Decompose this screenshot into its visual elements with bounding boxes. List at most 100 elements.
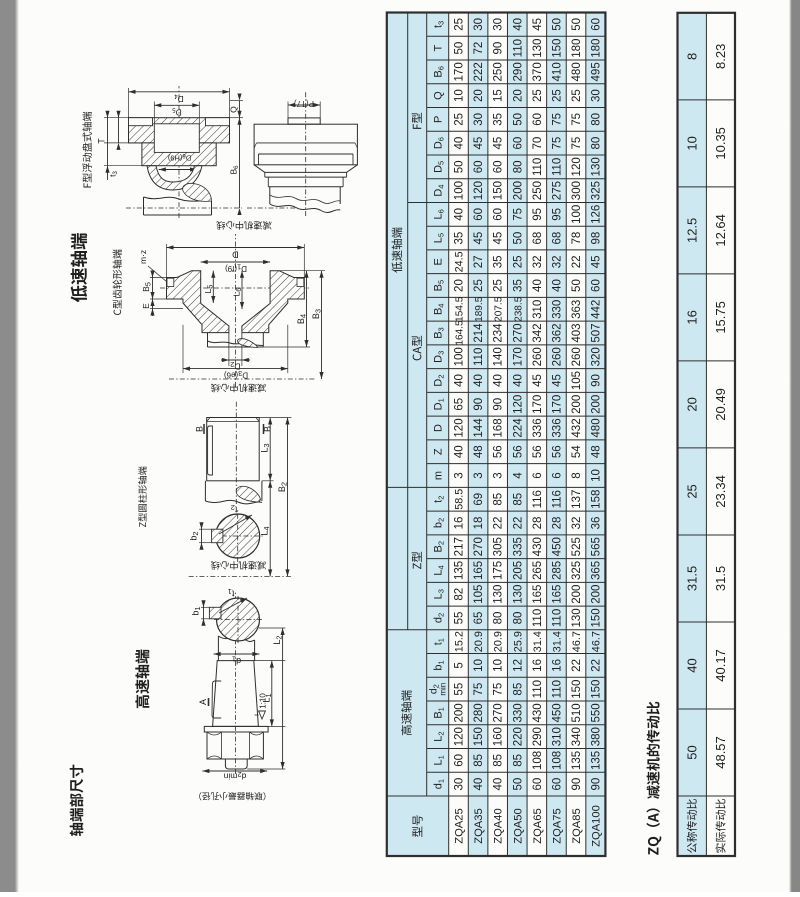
- svg-text:28: 28: [551, 517, 563, 530]
- svg-text:25: 25: [453, 113, 465, 126]
- svg-text:108: 108: [551, 751, 563, 770]
- svg-text:290: 290: [532, 727, 544, 746]
- svg-text:60: 60: [473, 160, 485, 173]
- svg-text:L2: L2: [272, 635, 284, 644]
- svg-text:110: 110: [551, 158, 563, 176]
- svg-text:40: 40: [453, 208, 465, 221]
- svg-text:135: 135: [453, 561, 465, 580]
- svg-text:120: 120: [512, 395, 524, 414]
- svg-text:50: 50: [571, 18, 583, 31]
- svg-text:380: 380: [591, 727, 603, 746]
- svg-text:20: 20: [453, 279, 465, 292]
- svg-text:260: 260: [532, 347, 544, 366]
- svg-text:105: 105: [473, 585, 485, 604]
- svg-text:L1: L1: [433, 755, 446, 765]
- svg-text:365: 365: [591, 561, 603, 580]
- svg-text:55: 55: [453, 683, 465, 696]
- svg-text:150: 150: [591, 608, 603, 627]
- svg-text:t1: t1: [433, 638, 446, 645]
- svg-text:50: 50: [512, 778, 524, 791]
- svg-text:260: 260: [551, 347, 563, 366]
- svg-text:80: 80: [512, 612, 524, 625]
- svg-text:d2: d2: [433, 613, 446, 623]
- svg-text:158: 158: [591, 490, 603, 509]
- svg-text:min: min: [439, 683, 448, 696]
- svg-text:110: 110: [532, 158, 544, 176]
- svg-text:12: 12: [512, 659, 524, 672]
- svg-text:t1: t1: [228, 587, 235, 599]
- svg-text:35: 35: [493, 255, 505, 268]
- svg-text:Q: Q: [433, 91, 445, 100]
- svg-text:20.9: 20.9: [493, 631, 505, 652]
- svg-text:D6: D6: [433, 137, 446, 149]
- svg-text:525: 525: [571, 537, 583, 556]
- svg-text:ZQA25: ZQA25: [453, 808, 465, 843]
- svg-text:95: 95: [532, 208, 544, 221]
- svg-text:110: 110: [512, 39, 524, 57]
- svg-text:217: 217: [453, 537, 465, 556]
- svg-text:27: 27: [473, 255, 485, 268]
- svg-text:10: 10: [684, 136, 699, 150]
- svg-text:40.17: 40.17: [713, 649, 728, 682]
- svg-text:D4: D4: [433, 185, 446, 197]
- svg-text:35: 35: [512, 279, 524, 292]
- svg-text:L3: L3: [260, 443, 272, 452]
- svg-text:d1: d1: [433, 779, 446, 789]
- svg-text:116: 116: [551, 490, 563, 508]
- svg-text:110: 110: [532, 609, 544, 627]
- svg-text:90: 90: [493, 42, 505, 55]
- svg-text:b1: b1: [433, 660, 446, 670]
- svg-text:d2: d2: [428, 684, 441, 694]
- svg-text:25: 25: [493, 279, 505, 292]
- svg-text:B6: B6: [229, 165, 241, 175]
- svg-text:B3: B3: [311, 309, 323, 319]
- svg-text:40: 40: [453, 137, 465, 150]
- svg-text:28: 28: [532, 517, 544, 530]
- svg-text:T: T: [433, 44, 445, 51]
- svg-text:50: 50: [512, 113, 524, 126]
- svg-text:60: 60: [591, 279, 603, 292]
- svg-text:85: 85: [493, 493, 505, 506]
- svg-text:320: 320: [591, 347, 603, 366]
- svg-text:270: 270: [512, 323, 524, 342]
- svg-text:80: 80: [591, 113, 603, 126]
- svg-text:285: 285: [551, 561, 563, 580]
- svg-text:78: 78: [571, 232, 583, 245]
- svg-text:48.57: 48.57: [713, 736, 728, 769]
- svg-text:D2: D2: [230, 360, 240, 372]
- svg-text:B5: B5: [433, 280, 446, 292]
- svg-text:224: 224: [512, 418, 524, 438]
- svg-text:t2: t2: [231, 503, 238, 515]
- svg-text:25: 25: [532, 89, 544, 102]
- svg-text:50: 50: [684, 745, 699, 759]
- svg-text:16: 16: [453, 517, 465, 530]
- svg-text:48: 48: [473, 445, 485, 458]
- svg-text:200: 200: [591, 395, 603, 414]
- svg-text:22: 22: [591, 659, 603, 672]
- svg-text:170: 170: [512, 347, 524, 366]
- svg-text:290: 290: [512, 62, 524, 81]
- svg-text:280: 280: [473, 703, 485, 722]
- svg-text:D3: D3: [433, 351, 446, 363]
- svg-text:10: 10: [493, 659, 505, 672]
- svg-text:85: 85: [493, 754, 505, 767]
- svg-text:t3: t3: [433, 21, 446, 28]
- svg-text:135: 135: [591, 751, 603, 770]
- svg-text:100: 100: [453, 181, 465, 200]
- svg-text:22: 22: [512, 517, 524, 530]
- svg-text:69: 69: [473, 493, 485, 506]
- svg-text:B2: B2: [277, 482, 289, 492]
- svg-text:110: 110: [551, 609, 563, 627]
- svg-text:40: 40: [551, 279, 563, 292]
- svg-text:180: 180: [591, 39, 603, 58]
- svg-text:40: 40: [493, 374, 505, 387]
- svg-text:D: D: [232, 250, 239, 260]
- svg-text:45: 45: [532, 18, 544, 31]
- svg-text:250: 250: [532, 181, 544, 200]
- svg-text:40: 40: [493, 778, 505, 791]
- svg-text:270: 270: [473, 537, 485, 556]
- svg-text:60: 60: [493, 208, 505, 221]
- svg-text:23.34: 23.34: [713, 475, 728, 508]
- svg-text:300: 300: [571, 181, 583, 200]
- svg-text:130: 130: [532, 39, 544, 58]
